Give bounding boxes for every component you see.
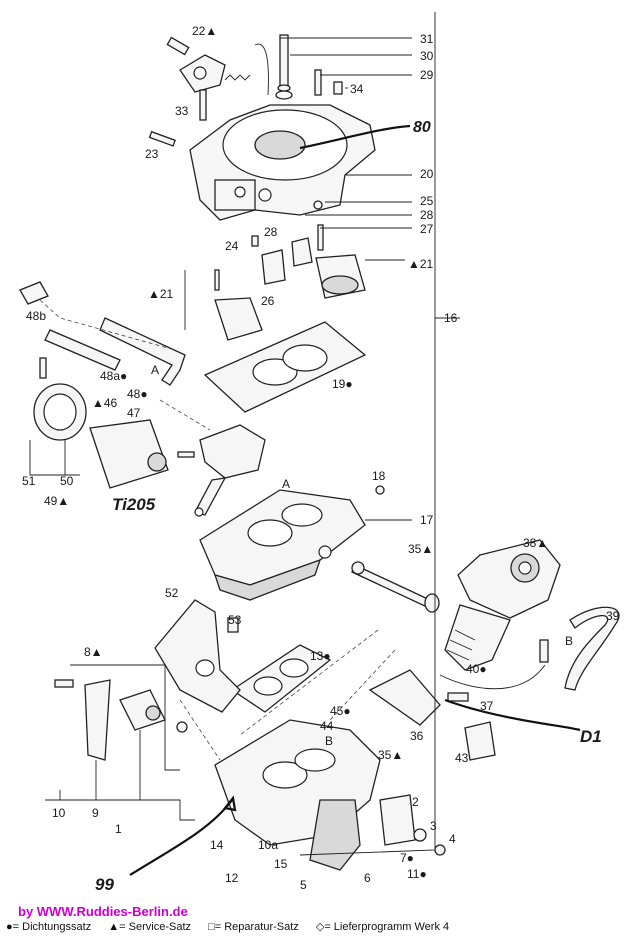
label-37: 37 [480,699,494,713]
label-12: 12 [225,871,239,885]
label-9: 9 [92,806,99,820]
label-4: 4 [449,832,456,846]
label-43: 43 [455,751,469,765]
bracket-52 [154,599,241,713]
main-body-1 [214,719,446,871]
label-36: 36 [410,729,424,743]
label-17: 17 [420,513,434,527]
label-45: 45● [330,704,351,718]
label-26: 26 [261,294,275,308]
label-48: 48● [127,387,148,401]
label-13: 13● [310,649,331,663]
label-19: 19● [332,377,353,391]
label-53: 53 [228,613,242,627]
label-27: 27 [420,222,434,236]
legend-gasket-set: ●= Dichtungssatz [6,921,92,933]
label-2: 2 [412,795,419,809]
label-8: 8▲ [84,645,103,659]
label-7: 7● [400,851,414,865]
label-51: 51 [22,474,36,488]
small-parts-right [368,669,496,761]
shaft-35 [351,561,440,613]
legend-repair-set: □= Reparatur-Satz [208,921,299,933]
label-35b: 35▲ [378,748,403,762]
leader-lines [29,12,460,856]
label-46: ▲46 [92,396,118,410]
label-52: 52 [165,586,179,600]
label-A2: A [282,477,290,491]
gasket-13 [230,644,332,713]
label-A1: A [151,363,159,377]
label-1: 1 [115,822,122,836]
label-23: 23 [145,147,159,161]
label-38: 38▲ [523,536,548,550]
handwritten-80: 80 [413,119,431,136]
label-28b: 28 [420,208,434,222]
hose-and-pulldown-group [19,281,195,489]
label-B2: B [325,734,333,748]
label-35a: 35▲ [408,542,433,556]
distributor-group [439,539,620,691]
label-48b: 48b [26,309,46,323]
label-50: 50 [60,474,74,488]
source-site-label: by WWW.Ruddies-Berlin.de [18,904,188,919]
label-15: 15 [274,857,288,871]
choke-pulldown [194,424,266,517]
label-16: 16 [444,311,458,325]
label-10: 10 [52,806,66,820]
label-20: 20 [420,167,434,181]
throttle-body-17 [199,485,385,601]
choke-assembly-8 [54,679,188,761]
label-29: 29 [420,68,434,82]
label-48a: 48a● [100,369,127,383]
label-6: 6 [364,871,371,885]
label-21a: ▲21 [408,257,434,271]
float-parts [214,200,366,341]
legend-service-set: ▲= Service-Satz [108,921,192,933]
label-22: 22▲ [192,24,217,38]
legend-delivery-program: ◇= Lieferprogramm Werk 4 [315,921,450,933]
label-28a: 28 [264,225,278,239]
label-33: 33 [175,104,189,118]
label-31: 31 [420,32,434,46]
label-30: 30 [420,49,434,63]
label-34: 34 [350,82,364,96]
label-18: 18 [372,469,386,483]
gasket-19 [203,321,367,413]
label-3: 3 [430,819,437,833]
handwritten-d1: D1 [580,727,602,746]
upper-body-assembly [148,34,376,221]
label-39: 39 [606,609,620,623]
label-14: 14 [210,838,224,852]
label-10a: 10a [258,838,278,852]
label-40: 40● [466,662,487,676]
label-49: 49▲ [44,494,69,508]
legend: ●= Dichtungssatz ▲= Service-Satz □= Repa… [6,920,463,933]
label-25: 25 [420,194,434,208]
label-5: 5 [300,878,307,892]
label-44: 44 [320,719,334,733]
label-21b: ▲21 [148,287,174,301]
label-B1: B [565,634,573,648]
label-47: 47 [127,406,141,420]
handwritten-99: 99 [95,875,114,894]
part-labels: 22▲ 31 30 29 34 33 23 20 25 28 27 28 24 … [22,24,620,892]
handwritten-text: 80 Ti205 D1 99 [95,119,602,894]
handwritten-ti205: Ti205 [112,495,156,514]
footer: by WWW.Ruddies-Berlin.de ●= Dichtungssat… [0,902,640,939]
label-24: 24 [225,239,239,253]
handwritten-annotations [129,124,581,876]
label-11: 11● [407,867,427,881]
